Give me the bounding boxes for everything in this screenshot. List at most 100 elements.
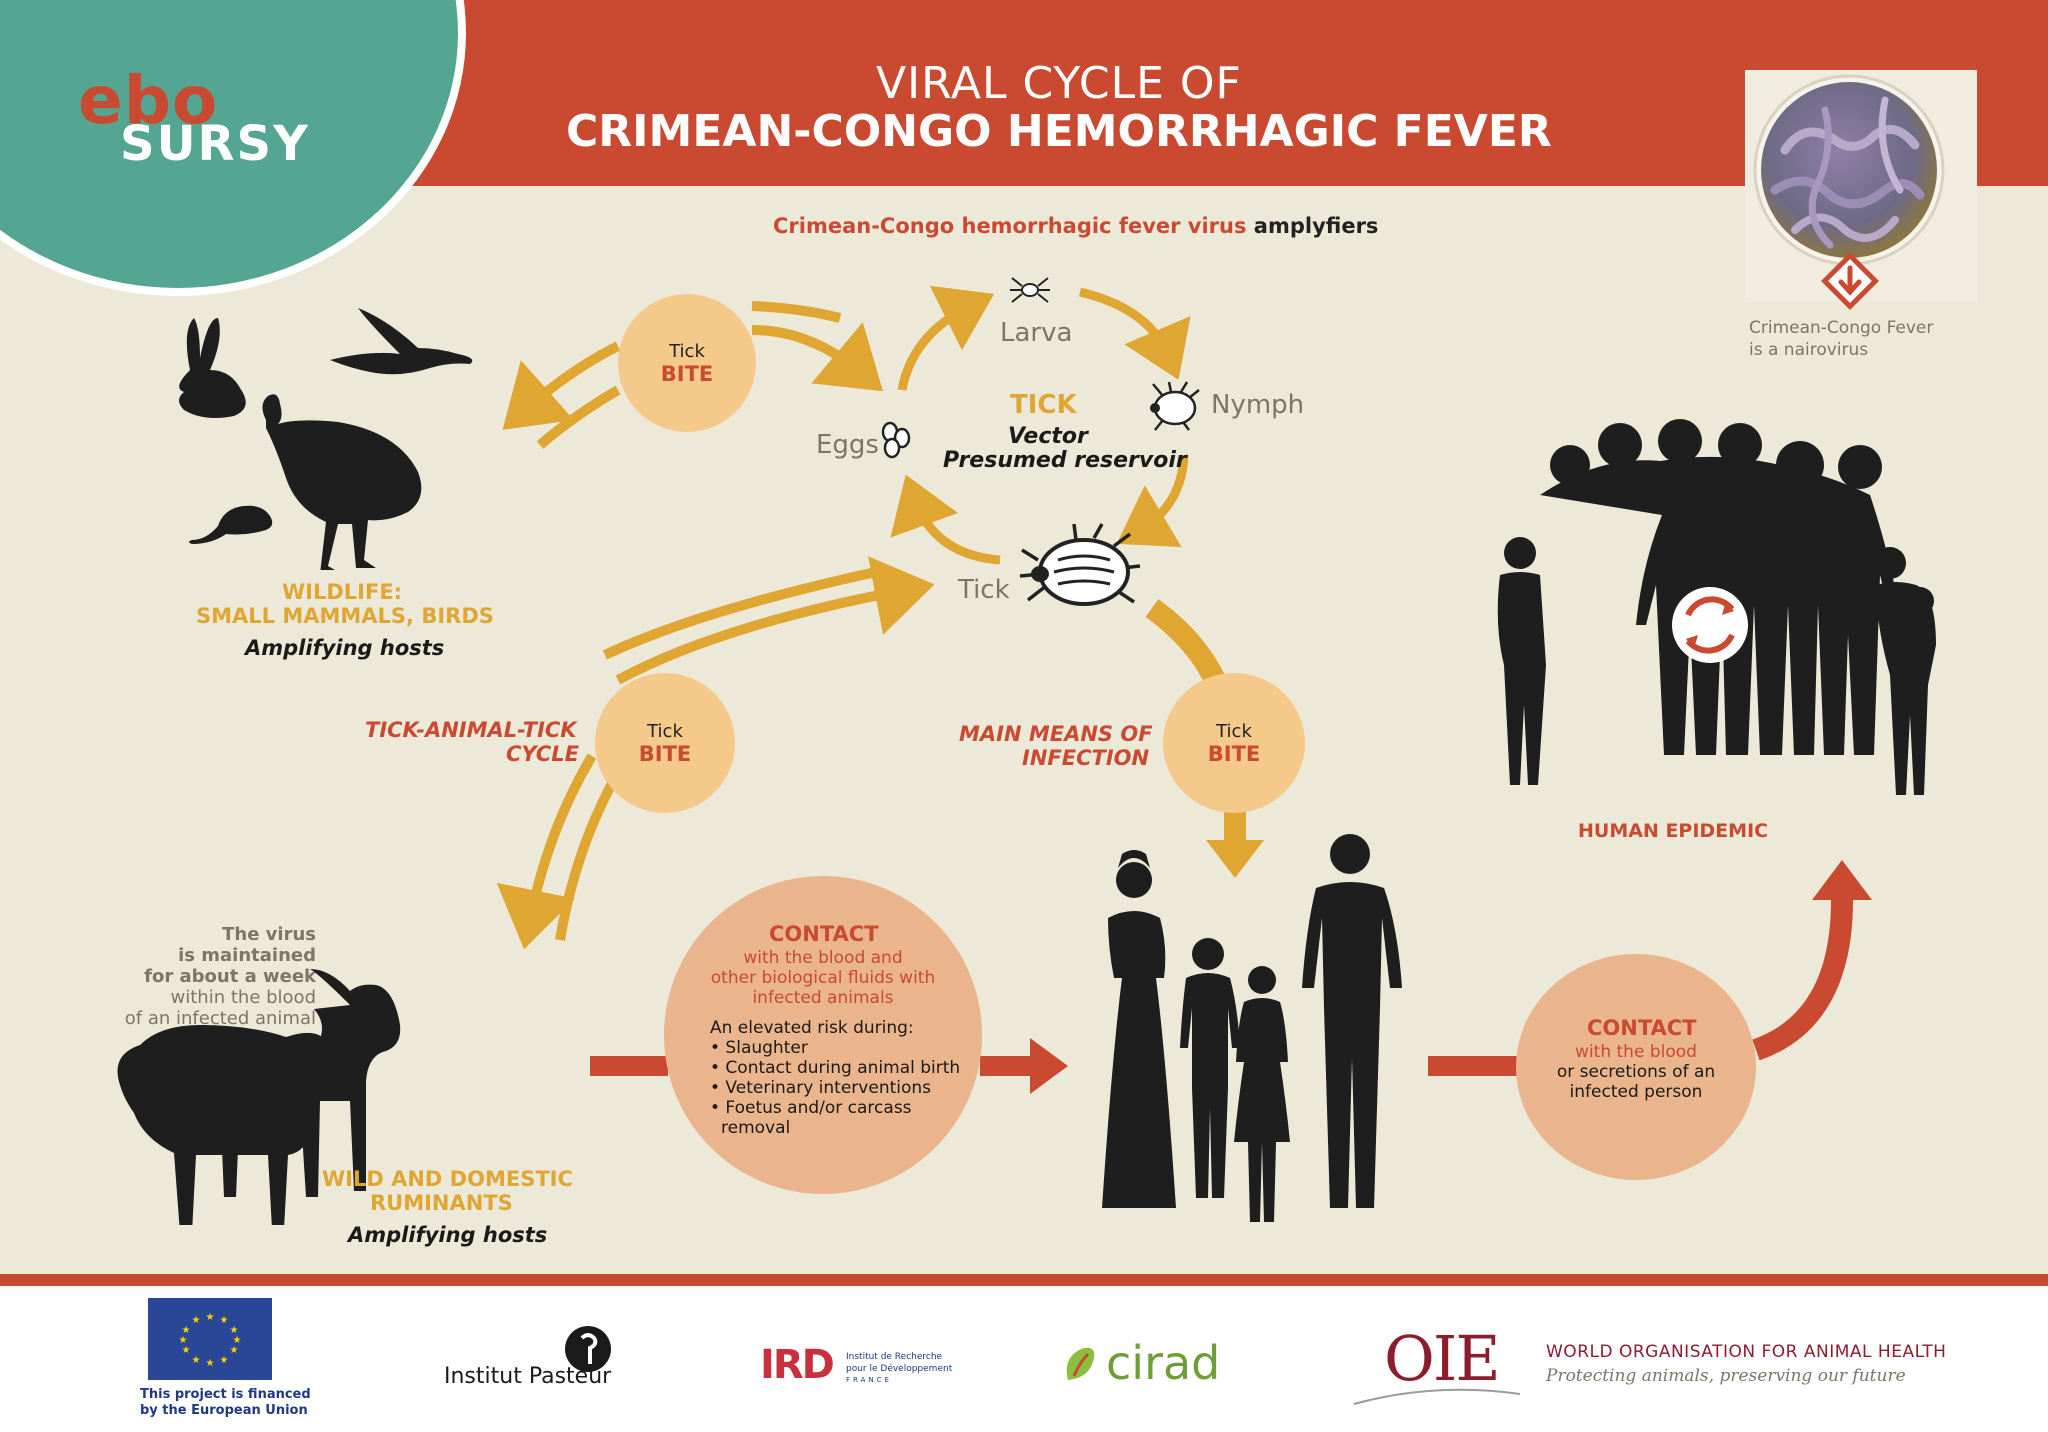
wildlife-line-3: Amplifying hosts xyxy=(245,636,445,660)
svg-text:★: ★ xyxy=(206,1358,215,1369)
svg-text:★: ★ xyxy=(182,1345,191,1356)
oie-motto: Protecting animals, preserving our futur… xyxy=(1546,1366,1906,1386)
bite-circle-label-tick: Tick xyxy=(647,720,683,742)
bite-arrow-to-tick xyxy=(751,322,883,392)
ruminant-silhouettes xyxy=(117,969,401,1225)
bite-circle-wildlife: Tick BITE xyxy=(618,294,756,432)
footer-stripe xyxy=(0,1274,2048,1286)
contact-person-line-3: infected person xyxy=(1569,1082,1703,1102)
risk-heading: An elevated risk during: xyxy=(710,1018,914,1038)
virus-note-line-1: Crimean-Congo Fever xyxy=(1749,318,1934,338)
logo-sursy: SURSY xyxy=(120,116,310,172)
contact-animals-circle xyxy=(664,876,982,1194)
risk-item: • Veterinary interventions xyxy=(710,1078,932,1098)
virus-maintained-line-5: of an infected animal xyxy=(124,1008,316,1029)
main-infection-line-1: MAIN MEANS OF xyxy=(959,722,1153,746)
logo-ebo: ebo xyxy=(78,62,219,139)
tat-arrow-down xyxy=(496,753,597,950)
cirad-label: cirad xyxy=(1106,1336,1221,1390)
eu-line-2: by the European Union xyxy=(140,1403,308,1418)
main-infection-arrowhead xyxy=(1206,840,1264,878)
crowd-silhouettes xyxy=(1497,419,1936,795)
oie-logo: OIE xyxy=(1384,1322,1501,1395)
wildlife-line-2: SMALL MAMMALS, BIRDS xyxy=(196,604,494,628)
contact-person-title: CONTACT xyxy=(1587,1016,1697,1040)
cirad-leaf-icon xyxy=(1066,1347,1095,1380)
cycle-arrow-eggs-larva xyxy=(897,285,995,391)
svg-text:★: ★ xyxy=(179,1335,188,1346)
cycle-arrow-nymph-tick xyxy=(1116,454,1189,548)
title-line-2: CRIMEAN-CONGO HEMORRHAGIC FEVER xyxy=(566,106,1552,157)
ird-sub-2: pour le Développement xyxy=(846,1364,953,1374)
wildlife-line-1: WILDLIFE: xyxy=(282,580,403,604)
svg-text:★: ★ xyxy=(206,1312,215,1323)
main-infection-line-2: INFECTION xyxy=(1022,746,1150,770)
pasteur-label: Institut Pasteur xyxy=(444,1364,612,1389)
larva-icon xyxy=(1010,277,1050,303)
bite-circle-label-tick: Tick xyxy=(1216,720,1252,742)
svg-text:★: ★ xyxy=(230,1325,239,1336)
bite-circle-label-bite: BITE xyxy=(1207,741,1261,766)
eggs-icon xyxy=(881,421,911,459)
tat-arrow-down-2 xyxy=(555,773,621,941)
bite-circle-main-infection: Tick BITE xyxy=(1163,673,1305,813)
oie-swoosh-icon xyxy=(1353,1388,1521,1405)
wildlife-silhouettes xyxy=(179,308,473,570)
tick-center-line-1: Vector xyxy=(1008,424,1088,449)
contact-animals-line-2: other biological fluids with xyxy=(710,968,936,988)
tat-arrow-up xyxy=(615,556,935,685)
human-epidemic-label: HUMAN EPIDEMIC xyxy=(1578,820,1769,842)
subtitle-red: Crimean-Congo hemorrhagic fever virus xyxy=(773,214,1247,238)
bite-arrow-to-wildlife xyxy=(502,341,621,430)
tat-arrow-up-2 xyxy=(602,565,887,660)
epidemic-arrow-curve xyxy=(1752,899,1853,1061)
contact-animals-line-1: with the blood and xyxy=(743,948,903,968)
ruminants-line-1: WILD AND DOMESTIC xyxy=(322,1167,573,1191)
risk-item: • Foetus and/or carcass xyxy=(710,1098,912,1118)
main-infection-arrow-top xyxy=(1145,599,1225,685)
risk-item: • Contact during animal birth xyxy=(710,1058,961,1078)
contact-animals-line-3: infected animals xyxy=(752,988,894,1008)
tick-center-title: TICK xyxy=(1010,390,1077,420)
bite-circle-label-tick: Tick xyxy=(669,340,705,362)
subtitle-black: amplyfiers xyxy=(1253,214,1379,238)
svg-text:★: ★ xyxy=(220,1355,229,1366)
svg-text:★: ★ xyxy=(192,1315,201,1326)
svg-text:★: ★ xyxy=(182,1325,191,1336)
title-line-1: VIRAL CYCLE OF xyxy=(876,58,1242,109)
footer xyxy=(0,1286,2048,1432)
virus-maintained-line-4: within the blood xyxy=(170,987,316,1008)
contact-person-line-1: with the blood xyxy=(1575,1042,1697,1062)
ird-logo: IRD xyxy=(760,1342,835,1388)
virus-maintained-line-1: The virus xyxy=(222,924,316,945)
bite-arrow-top xyxy=(751,301,842,323)
virus-maintained-line-2: is maintained xyxy=(178,945,316,966)
ruminants-line-2: RUMINANTS xyxy=(370,1191,513,1215)
ird-sub-3: FRANCE xyxy=(846,1376,892,1384)
svg-text:★: ★ xyxy=(220,1315,229,1326)
svg-text:★: ★ xyxy=(192,1355,201,1366)
pasteur-logo-icon xyxy=(565,1326,611,1372)
bite-circle-tick-animal: Tick BITE xyxy=(595,673,735,813)
svg-text:★: ★ xyxy=(230,1345,239,1356)
contact-animals-title: CONTACT xyxy=(769,922,879,946)
virus-maintained-line-3: for about a week xyxy=(144,966,316,987)
stage-nymph: Nymph xyxy=(1211,390,1305,420)
ruminants-line-3: Amplifying hosts xyxy=(348,1223,548,1247)
bite-arrow-bottom xyxy=(536,385,621,449)
contact-animals-desc: with the blood and other biological flui… xyxy=(664,948,982,1008)
risk-list: An elevated risk during: • Slaughter • C… xyxy=(710,1018,960,1138)
family-silhouettes xyxy=(1102,834,1402,1222)
epidemic-arrowhead xyxy=(1812,860,1872,900)
cycle-arrow-larva-nymph xyxy=(1078,287,1191,380)
contact-arrowhead xyxy=(1030,1038,1068,1094)
bite-circle-label-bite: BITE xyxy=(638,741,692,766)
virus-maintained: The virus is maintained for about a week… xyxy=(110,924,316,1029)
ird-sub-1: Institut de Recherche xyxy=(846,1352,943,1362)
oie-name: WORLD ORGANISATION FOR ANIMAL HEALTH xyxy=(1546,1342,1947,1362)
tick-center-line-2: Presumed reservoir xyxy=(943,448,1187,473)
risk-item: removal xyxy=(721,1118,791,1138)
stage-eggs: Eggs xyxy=(816,430,879,460)
